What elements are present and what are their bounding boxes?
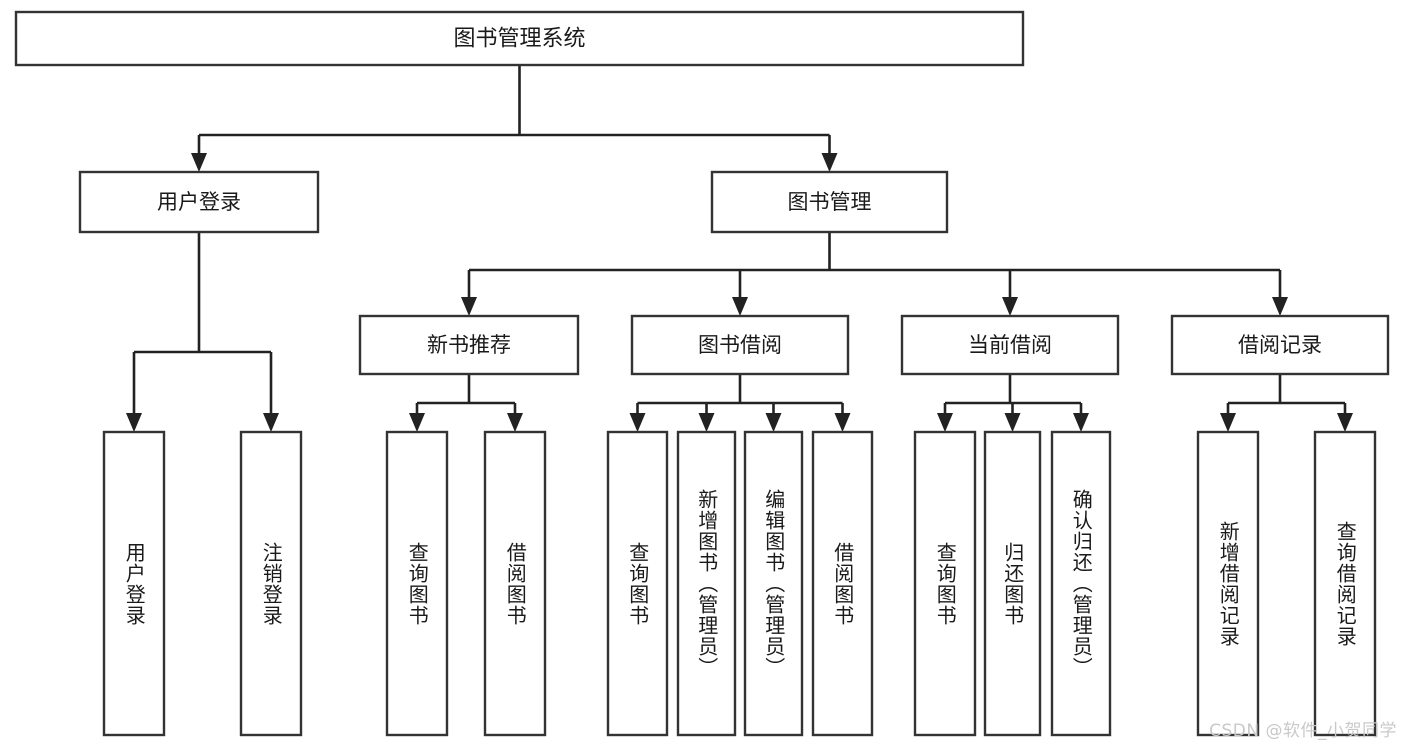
node-box-leaf-logout-login[interactable] — [239, 430, 303, 737]
arrow-leaf-return-book — [1004, 413, 1021, 432]
arrow-leaf-add-book — [698, 413, 715, 432]
arrow-current-borrow — [1002, 297, 1018, 316]
arrow-leaf-query-record — [1337, 413, 1353, 432]
node-box-root[interactable] — [14, 10, 1025, 67]
arrow-borrow-record — [1272, 297, 1288, 316]
connector-lines — [126, 65, 1353, 432]
arrow-user-login — [191, 153, 207, 172]
arrow-leaf-borrow-book-1 — [507, 413, 523, 432]
node-box-borrow-record[interactable] — [1170, 314, 1390, 376]
node-label-user-login: 用户登录 — [157, 190, 241, 214]
arrow-leaf-edit-book — [765, 413, 782, 432]
arrow-leaf-query-book-3 — [937, 413, 953, 432]
node-box-leaf-borrow-book-2[interactable] — [811, 430, 874, 737]
node-box-leaf-query-record[interactable] — [1313, 430, 1377, 737]
node-box-leaf-user-login[interactable] — [102, 430, 166, 737]
node-box-leaf-edit-book[interactable] — [743, 430, 804, 737]
arrow-leaf-user-login — [126, 413, 142, 432]
arrow-leaf-confirm-return — [1073, 413, 1089, 432]
node-box-leaf-query-book-2[interactable] — [606, 430, 669, 737]
arrow-leaf-borrow-book-2 — [834, 413, 851, 432]
node-label-book-manage: 图书管理 — [788, 190, 872, 214]
node-box-new-book-recommend[interactable] — [358, 314, 580, 376]
node-box-user-login[interactable] — [78, 170, 320, 234]
node-box-leaf-confirm-return[interactable] — [1050, 430, 1112, 737]
node-label-new-book-recommend: 新书推荐 — [427, 333, 511, 357]
arrow-leaf-query-book-1 — [409, 413, 425, 432]
node-label-current-borrow: 当前借阅 — [968, 333, 1052, 357]
node-box-leaf-query-book-3[interactable] — [913, 430, 977, 737]
node-box-current-borrow[interactable] — [900, 314, 1120, 376]
node-box-book-manage[interactable] — [710, 170, 949, 234]
node-box-leaf-borrow-book-1[interactable] — [483, 430, 547, 737]
node-box-leaf-return-book[interactable] — [983, 430, 1042, 737]
node-box-book-borrow[interactable] — [630, 314, 850, 376]
node-label-book-borrow: 图书借阅 — [698, 333, 782, 357]
arrow-book-borrow — [732, 297, 748, 316]
arrow-new-book-recommend — [461, 297, 477, 316]
node-boxes — [14, 10, 1390, 737]
arrow-leaf-logout-login — [263, 413, 279, 432]
node-box-leaf-add-book[interactable] — [676, 430, 737, 737]
node-label-borrow-record: 借阅记录 — [1238, 333, 1322, 357]
arrow-book-manage — [821, 153, 838, 172]
node-box-leaf-add-record[interactable] — [1196, 430, 1260, 737]
node-label-root: 图书管理系统 — [453, 27, 585, 52]
arrow-leaf-query-book-2 — [629, 413, 646, 432]
arrow-leaf-add-record — [1220, 413, 1236, 432]
node-box-leaf-query-book-1[interactable] — [385, 430, 449, 737]
csdn-watermark: CSDN @软件_小贺同学 — [1209, 721, 1397, 741]
